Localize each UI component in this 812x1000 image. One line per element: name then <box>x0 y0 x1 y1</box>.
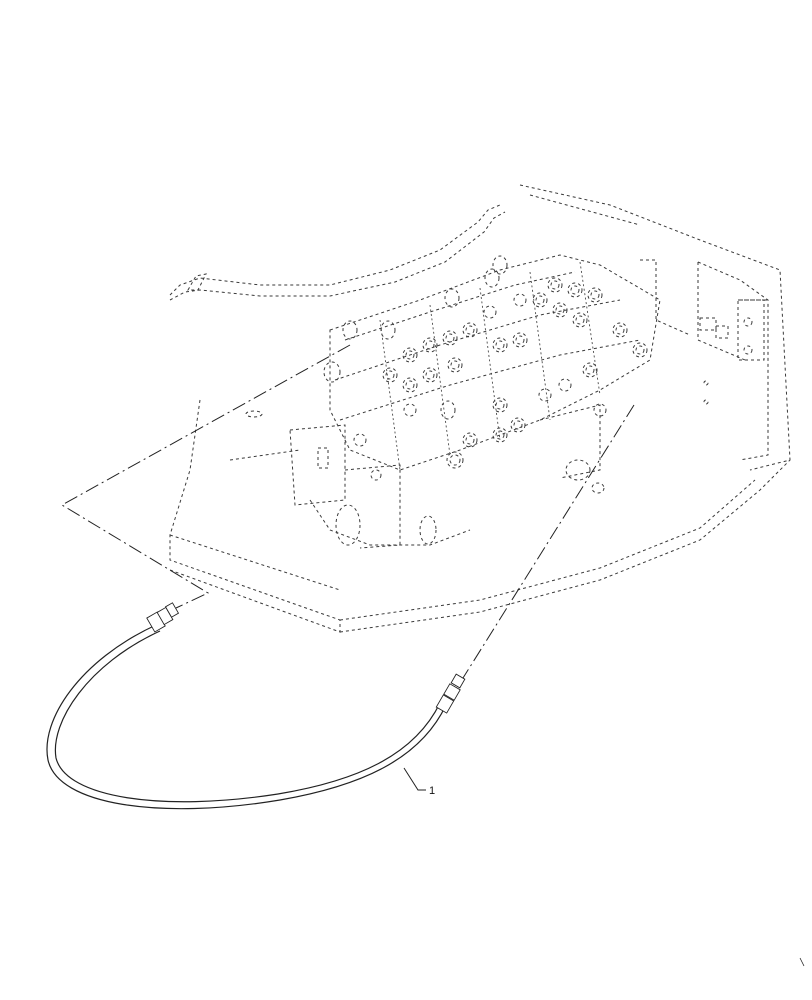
assembly-centerlines <box>61 344 635 687</box>
hose-fitting-right <box>435 673 466 714</box>
valve-mount-bracket <box>289 404 601 549</box>
callout-1: 1 <box>403 767 435 797</box>
floor-plate <box>169 184 791 633</box>
hose-loops <box>245 410 605 546</box>
rear-bracket <box>640 259 769 461</box>
hose-fitting-left <box>146 602 180 633</box>
hydraulic-hose <box>46 602 466 810</box>
return-pipe <box>169 204 506 301</box>
port-fittings <box>353 277 648 481</box>
spool-caps <box>323 255 508 420</box>
callout-1-label: 1 <box>429 785 435 797</box>
corner-mark <box>799 957 805 967</box>
control-valve-block <box>245 254 661 549</box>
